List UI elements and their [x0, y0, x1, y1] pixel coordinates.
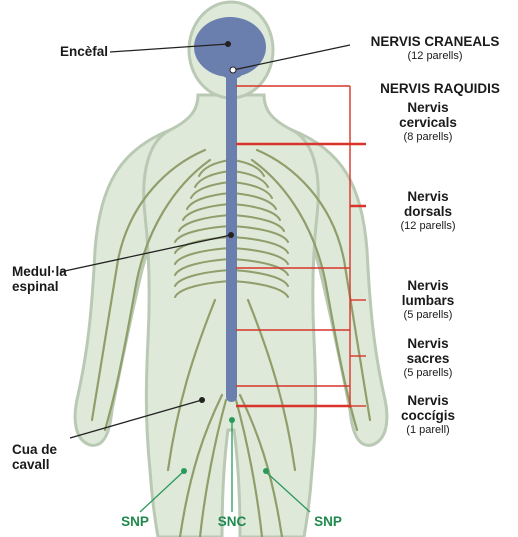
medulla-line1: Medul·la	[12, 264, 92, 279]
nervis-craneals-title: NERVIS CRANEALS	[352, 34, 518, 49]
cua-line2: cavall	[12, 457, 92, 472]
label-encefal: Encèfal	[22, 44, 108, 59]
label-medulla-espinal: Medul·la espinal	[12, 264, 92, 294]
cervicals-count: (8 parells)	[374, 131, 482, 144]
lumbars-line2: lumbars	[374, 293, 482, 308]
snp-left-text: SNP	[121, 514, 149, 529]
nervis-craneals-count: (12 parells)	[352, 50, 518, 63]
sacres-line2: sacres	[374, 351, 482, 366]
dorsals-line2: dorsals	[374, 204, 482, 219]
medulla-line2: espinal	[12, 279, 92, 294]
sacres-count: (5 parells)	[374, 367, 482, 380]
label-snp-right: SNP	[298, 514, 358, 529]
dorsals-line1: Nervis	[374, 189, 482, 204]
lumbars-line1: Nervis	[374, 278, 482, 293]
label-nervis-raquidis: NERVIS RAQUIDIS	[362, 81, 518, 96]
label-nervis-craneals: NERVIS CRANEALS (12 parells)	[352, 34, 518, 63]
sacres-line1: Nervis	[374, 336, 482, 351]
cervicals-line1: Nervis	[374, 100, 482, 115]
encefal-text: Encèfal	[22, 44, 108, 59]
coccigis-line1: Nervis	[374, 393, 482, 408]
snp-right-text: SNP	[314, 514, 342, 529]
lumbars-count: (5 parells)	[374, 309, 482, 322]
coccigis-count: (1 parell)	[374, 424, 482, 437]
dot-snp-left	[181, 468, 187, 474]
label-snc: SNC	[202, 514, 262, 529]
dot-cua	[199, 397, 205, 403]
label-nervis-sacres: Nervis sacres (5 parells)	[374, 336, 482, 380]
label-nervis-cervicals: Nervis cervicals (8 parells)	[374, 100, 482, 144]
coccigis-line2: coccígis	[374, 408, 482, 423]
cua-line1: Cua de	[12, 442, 92, 457]
label-snp-left: SNP	[105, 514, 165, 529]
label-nervis-dorsals: Nervis dorsals (12 parells)	[374, 189, 482, 233]
dot-snp-right	[263, 468, 269, 474]
cervicals-line2: cervicals	[374, 115, 482, 130]
dot-nervis-craneals	[230, 67, 236, 73]
dot-medulla	[228, 232, 234, 238]
nervis-raquidis-title: NERVIS RAQUIDIS	[362, 81, 518, 96]
snc-text: SNC	[218, 514, 247, 529]
dot-encefal	[225, 41, 231, 47]
dorsals-count: (12 parells)	[374, 220, 482, 233]
label-nervis-coccigis: Nervis coccígis (1 parell)	[374, 393, 482, 437]
label-cua-de-cavall: Cua de cavall	[12, 442, 92, 472]
label-nervis-lumbars: Nervis lumbars (5 parells)	[374, 278, 482, 322]
dot-snc	[229, 417, 235, 423]
